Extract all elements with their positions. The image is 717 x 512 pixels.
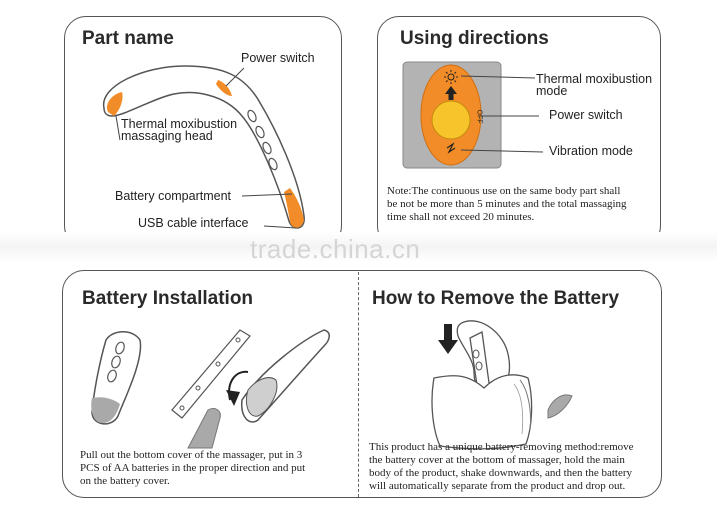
battery-installation-illustration — [91, 329, 330, 449]
battery-pack — [171, 329, 251, 419]
part-name-title: Part name — [82, 28, 174, 49]
off-text: OFF — [475, 109, 483, 124]
watermark-text: trade.china.cn — [250, 234, 421, 264]
using-directions-title: Using directions — [400, 28, 549, 49]
arrow-down-icon — [438, 324, 458, 354]
label-thermal-mode-2: mode — [536, 84, 568, 98]
dropped-battery — [547, 394, 573, 419]
button-hole — [111, 355, 121, 369]
pillow — [431, 374, 533, 450]
battery-cover-gray — [91, 397, 120, 424]
vibration-icon — [446, 142, 456, 154]
leader-usb — [263, 225, 297, 229]
remove-line: body of the product, shake downwards, an… — [369, 467, 633, 479]
remove-battery-title: How to Remove the Battery — [372, 288, 620, 309]
battery-end — [284, 188, 304, 228]
control-panel-illustration — [402, 61, 544, 169]
usage-note-line: be not be more than 5 minutes and the to… — [387, 198, 627, 210]
massager-illustration — [103, 65, 305, 229]
usage-note-line: time shall not exceed 20 minutes. — [387, 211, 535, 223]
remove-battery-illustration — [431, 320, 573, 450]
thermal-head-tip — [106, 92, 123, 116]
remove-battery-text: This product has a unique battery-removi… — [369, 441, 659, 493]
curved-arrow-head — [226, 390, 240, 406]
label-usb: USB cable interface — [138, 216, 249, 230]
leader-thermal — [460, 75, 536, 79]
leader-power — [225, 67, 245, 87]
installation-line: PCS of AA batteries in the proper direct… — [80, 462, 306, 474]
button-hole — [115, 341, 125, 355]
arrow-up-icon — [445, 86, 457, 100]
label-battery-compartment: Battery compartment — [115, 189, 232, 203]
label-thermal-mode-1: Thermal moxibustion — [536, 72, 653, 86]
remove-line: will automatically separate from the pro… — [369, 480, 626, 492]
leader-head — [115, 115, 121, 141]
bottom-cover-gray — [187, 407, 221, 449]
power-switch-knob — [431, 100, 471, 140]
remove-line: This product has a unique battery-removi… — [369, 441, 634, 453]
battery-installation-title: Battery Installation — [82, 288, 254, 309]
label-vibration-mode: Vibration mode — [549, 144, 633, 158]
label-thermal-head-2: massaging head — [121, 129, 213, 143]
usage-note: Note:The continuous use on the same body… — [387, 185, 659, 224]
battery-compartment-open — [245, 377, 278, 417]
remove-line: the battery cover at the bottom of massa… — [369, 454, 625, 466]
button-hole — [262, 141, 272, 155]
label-power-switch: Power switch — [241, 51, 315, 65]
button-hole — [268, 157, 278, 171]
battery-panel — [62, 270, 662, 498]
battery-installation-text: Pull out the bottom cover of the massage… — [80, 449, 352, 488]
massager-body — [103, 65, 305, 229]
label-power-switch-2: Power switch — [549, 108, 623, 122]
power-switch-mark — [216, 80, 232, 96]
usage-note-line: Note:The continuous use on the same body… — [387, 185, 621, 197]
leader-vibration — [460, 149, 544, 153]
leader-battery — [241, 193, 293, 197]
button-hole — [107, 369, 117, 383]
sun-icon — [444, 70, 458, 84]
installation-line: Pull out the bottom cover of the massage… — [80, 449, 303, 461]
installation-line: on the battery cover. — [80, 475, 170, 487]
watermark-band — [0, 232, 717, 262]
button-hole — [255, 125, 265, 139]
label-thermal-head-1: Thermal moxibustion — [121, 117, 238, 131]
panel-divider — [358, 272, 359, 497]
button-hole — [247, 109, 257, 123]
